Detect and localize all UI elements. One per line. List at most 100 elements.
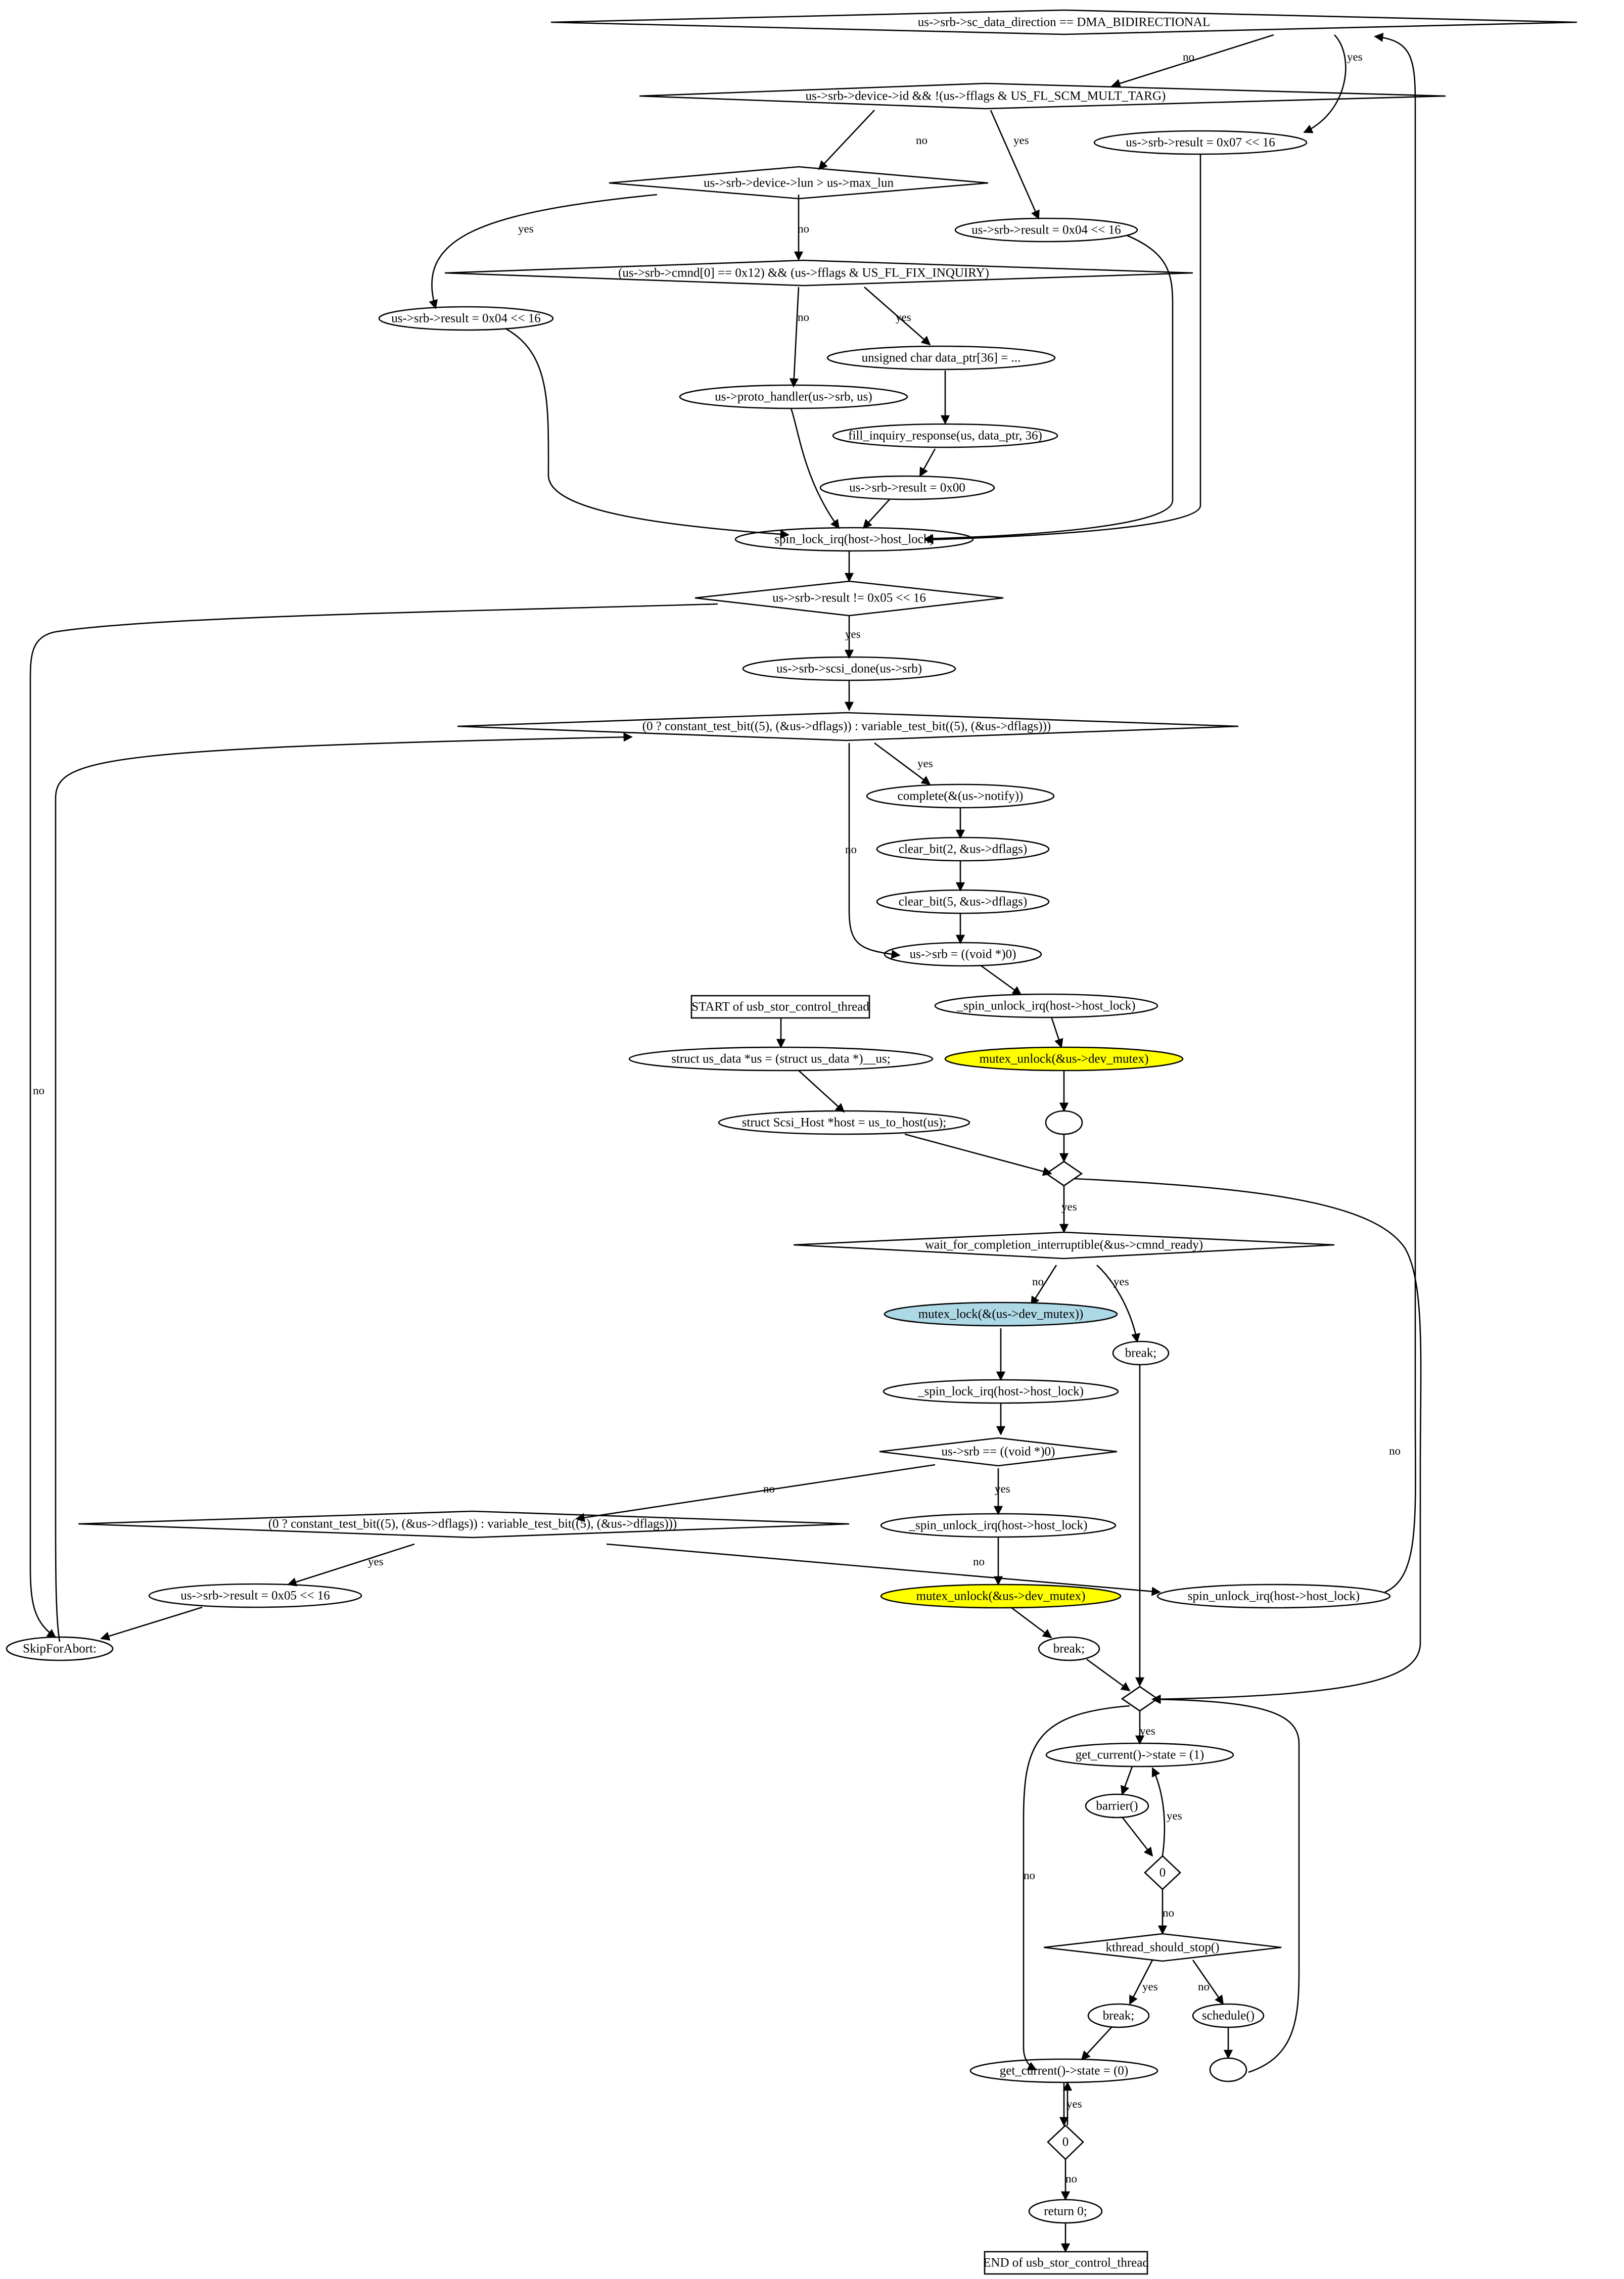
edge-10-11 [919,448,936,477]
node-label: us->srb->sc_data_direction == DMA_BIDIRE… [918,16,1211,29]
node-n14 [742,656,956,681]
edge-label: no [1389,1445,1401,1457]
node-n16 [866,783,1055,809]
edge-43-44 [1129,1960,1153,2005]
edge-label: no [798,311,809,323]
edge-37-15 [55,732,633,1642]
node-n4 [609,166,989,200]
node-n13 [694,580,1004,617]
node-n26 [1045,1160,1083,1187]
edge-label: no [1024,1869,1035,1882]
node-n24 [1045,1110,1083,1135]
node-labels: us->srb->sc_data_direction == DMA_BIDIRE… [23,16,1360,2270]
edge-label: yes [368,1555,384,1568]
node-label: (us->srb->cmnd[0] == 0x12) && (us->fflag… [618,266,989,280]
edge-39-46 [1023,1705,1130,2071]
edge-20-22 [1050,1016,1063,1048]
edge-label: no [1032,1275,1044,1288]
edge-9-12 [790,408,840,529]
node-n30 [883,1379,1119,1404]
node-label: us->srb->result = 0x00 [849,481,965,495]
edge-19-20 [980,964,1022,996]
edge-5-12 [924,235,1174,543]
node-label: us->srb->result != 0x05 << 16 [772,591,926,605]
edge-label: no [763,1482,775,1495]
node-label: us->srb->result = 0x07 << 16 [1126,136,1275,150]
node-n40 [1045,1742,1234,1768]
node-n48 [1047,2124,1084,2160]
edge-label: yes [845,628,861,640]
node-label: mutex_unlock(&us->dev_mutex) [980,1052,1149,1066]
node-n6 [444,259,1193,287]
edge-label: yes [896,311,911,323]
edge-label: no [798,222,809,235]
node-n3 [1093,130,1308,155]
node-n50 [984,2251,1148,2275]
node-label: complete(&(us->notify)) [898,789,1024,803]
edge-42-40 [1151,1767,1166,1856]
edge-label: yes [1347,51,1363,63]
node-n2 [639,82,1446,110]
edge-1-3 [1303,34,1347,133]
node-label: 0 [1159,1866,1166,1880]
node-n1 [550,9,1577,35]
node-n11 [819,475,995,500]
edge-43-45 [1192,1960,1224,2005]
node-label: break; [1103,2009,1134,2023]
node-label: break; [1125,1346,1156,1360]
node-label: clear_bit(5, &us->dflags) [899,895,1027,909]
edge-label: yes [1066,2098,1082,2110]
node-n47 [1209,2057,1247,2082]
node-label: us->srb = ((void *)0) [910,948,1016,961]
node-n22 [944,1046,1184,1072]
node-label: us->srb->scsi_done(us->srb) [776,662,922,676]
node-n8 [826,345,1056,370]
edge-2-5 [990,110,1040,220]
node-n25 [718,1110,970,1135]
edge-34-37 [100,1606,203,1641]
node-n15 [457,712,1239,741]
node-n37 [6,1636,114,1661]
edge-label: yes [1140,1725,1155,1737]
edge-25-26 [904,1133,1052,1176]
node-label: us->proto_handler(us->srb, us) [715,390,872,404]
node-n28 [884,1301,1118,1327]
edge-27-28 [1030,1265,1057,1306]
edge-label: no [1198,1980,1210,1993]
node-n7 [378,306,554,331]
node-n44 [1087,2003,1150,2028]
node-label: barrier() [1096,1799,1138,1813]
edge-labels: no yes no yes yes no no yes no yes yes n… [33,51,1401,2185]
edge-40-41 [1121,1766,1133,1795]
edge-38-39 [1086,1658,1131,1692]
edge-label: no [973,1555,985,1568]
node-n20 [934,993,1158,1018]
node-label: us->srb->result = 0x05 << 16 [180,1589,330,1603]
edge-2-4 [818,110,875,170]
edge-label: yes [1013,134,1029,147]
node-label: _spin_unlock_irq(host->host_lock) [957,999,1136,1013]
node-n33 [880,1513,1117,1538]
edges [29,32,1422,2253]
edge-26-39 [1074,1178,1422,1704]
edge-3-12 [924,154,1201,544]
node-label: get_current()->state = (1) [1076,1748,1204,1762]
nodes [6,9,1577,2275]
node-n10 [832,423,1058,448]
node-label: unsigned char data_ptr[36] = ... [862,351,1021,365]
node-label: END of usb_stor_control_thread [983,2256,1149,2270]
node-label: 0 [1062,2135,1069,2149]
node-n34 [148,1583,362,1608]
node-label: (0 ? constant_test_bit((5), (&us->dflags… [642,720,1051,733]
node-n31 [879,1437,1118,1467]
node-label: wait_for_completion_interruptible(&us->c… [925,1238,1203,1252]
node-n41 [1085,1793,1149,1819]
node-label: clear_bit(2, &us->dflags) [899,843,1027,856]
node-n19 [884,942,1042,967]
edge-32-34 [287,1543,415,1587]
node-label: break; [1053,1642,1085,1656]
edge-7-12 [505,328,790,539]
edge-11-12 [862,499,890,529]
edge-6-8 [864,287,931,346]
edge-27-29 [1096,1265,1141,1343]
